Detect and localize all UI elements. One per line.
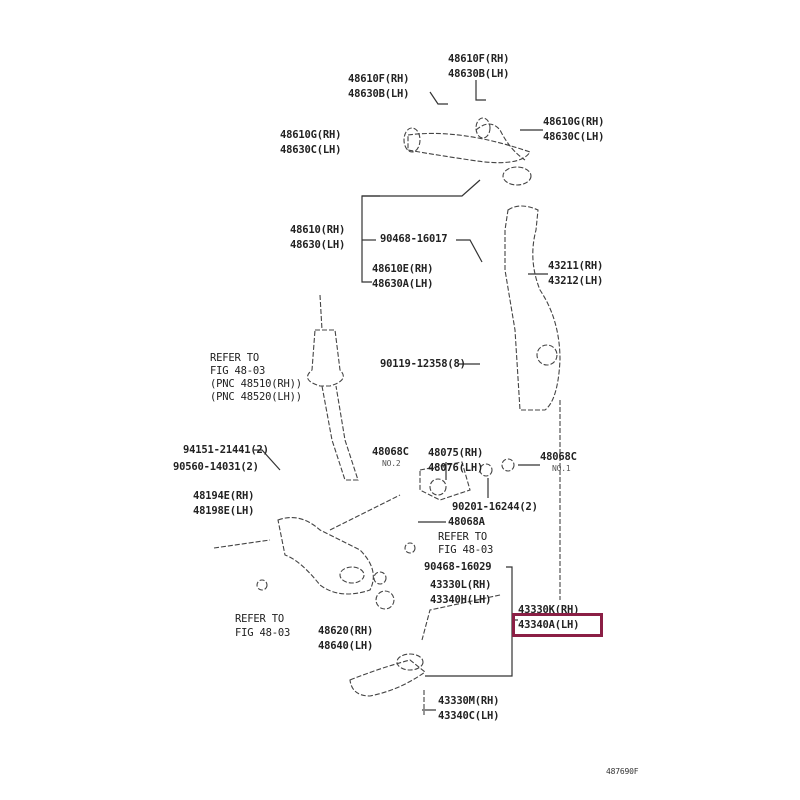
refer-text[interactable]: FIG 48-03	[210, 365, 266, 377]
part-number[interactable]: 48075(RH)	[428, 447, 484, 459]
bracket-bushing	[429, 478, 447, 496]
lower-arm-nut-right	[404, 542, 416, 554]
label-upper-bushing-right[interactable]: 48610G(RH) 48630C(LH)	[543, 115, 604, 145]
label-upper-arm[interactable]: 48610(RH) 48630(LH)	[290, 223, 345, 253]
refer-text: REFER TO	[235, 613, 284, 625]
label-lower-arm[interactable]: 48620(RH) 48640(LH)	[318, 624, 373, 654]
washer	[479, 463, 493, 477]
part-number[interactable]: 43330L(RH)	[430, 579, 492, 591]
refer-text: REFER TO	[438, 531, 487, 543]
part-number-highlighted[interactable]: 43340A(LH)	[518, 619, 580, 631]
label-upper-ball-joint[interactable]: 48610E(RH) 48630A(LH)	[372, 262, 433, 292]
part-number[interactable]: 48640(LH)	[318, 640, 374, 652]
part-number[interactable]: 48610(RH)	[290, 224, 346, 236]
part-number[interactable]: 48630B(LH)	[348, 88, 410, 100]
leader-line	[456, 239, 483, 263]
part-number[interactable]: 43212(LH)	[548, 275, 604, 287]
label-bracket[interactable]: 48075(RH) 48076(LH)	[428, 446, 483, 476]
label-upper-arm-nut[interactable]: 90468-16017	[380, 233, 448, 245]
shock-absorber-top	[306, 329, 344, 387]
part-note: NO.2	[382, 459, 401, 468]
lower-ball-joint-cup	[375, 590, 395, 610]
part-number[interactable]: 43340H(LH)	[430, 594, 492, 606]
refer-text: REFER TO	[210, 352, 259, 364]
part-number[interactable]: 48068C	[372, 446, 409, 458]
part-number[interactable]: 48194E(RH)	[193, 490, 255, 502]
refer-text: (PNC 48520(LH))	[210, 391, 302, 403]
part-number[interactable]: 48198E(LH)	[193, 505, 255, 517]
leader-line	[254, 449, 281, 471]
upper-ball-joint	[502, 166, 532, 186]
label-bolt-90201[interactable]: 90201-16244(2)	[452, 501, 538, 513]
shock-rod	[319, 294, 323, 331]
label-lower-bolt[interactable]: 48068A	[448, 516, 485, 528]
part-number[interactable]: 48610G(RH)	[280, 129, 342, 141]
figure-code: 487690F	[606, 767, 639, 776]
lower-ball-joint	[349, 659, 426, 697]
upper-bushing-rear	[475, 117, 491, 139]
part-number[interactable]: 48076(LH)	[428, 462, 484, 474]
leader-line	[429, 91, 448, 105]
part-number[interactable]: 48630(LH)	[290, 239, 346, 251]
highlight-box	[512, 613, 603, 637]
lower-arm-ball-seat	[339, 566, 365, 584]
reference-line	[421, 594, 501, 641]
lower-arm-bolt	[213, 539, 271, 549]
label-ball-joint-l[interactable]: 43330L(RH) 43340H(LH)	[430, 578, 491, 608]
part-number[interactable]: 48610F(RH)	[448, 53, 510, 65]
label-lower-bushing[interactable]: 48194E(RH) 48198E(LH)	[193, 489, 254, 519]
lower-arm-front-link	[329, 494, 401, 531]
label-nut-90468[interactable]: 90468-16029	[424, 561, 492, 573]
refer-text: (PNC 48510(RH))	[210, 378, 302, 390]
shock-absorber-body	[321, 385, 359, 481]
part-number[interactable]: 43330M(RH)	[438, 695, 500, 707]
part-number[interactable]: 48610E(RH)	[372, 263, 434, 275]
upper-control-arm-rear	[475, 123, 526, 161]
part-number[interactable]: 43211(RH)	[548, 260, 604, 272]
part-number[interactable]: 48630B(LH)	[448, 68, 510, 80]
part-number[interactable]: 48068C	[540, 451, 577, 463]
label-bolt-94151[interactable]: 94151-21441(2)	[183, 444, 269, 456]
leader-line	[362, 179, 481, 197]
label-upper-arm-bolt-left[interactable]: 48610F(RH) 48630B(LH)	[348, 72, 409, 102]
upper-bushing-front	[403, 127, 421, 153]
lower-arm-nut	[256, 579, 268, 591]
steering-knuckle	[504, 205, 561, 411]
label-refer-left[interactable]: REFER TO FIG 48-03	[235, 612, 290, 640]
label-knuckle-bolt[interactable]: 90119-12358(8)	[380, 358, 466, 370]
upper-control-arm	[407, 132, 531, 164]
label-upper-bushing-left[interactable]: 48610G(RH) 48630C(LH)	[280, 128, 341, 158]
part-number[interactable]: 48610G(RH)	[543, 116, 605, 128]
part-number[interactable]: 48610F(RH)	[348, 73, 410, 85]
lower-control-arm	[277, 517, 374, 595]
part-number[interactable]: 48630A(LH)	[372, 278, 434, 290]
part-number[interactable]: 43340C(LH)	[438, 710, 500, 722]
part-number[interactable]: 48630C(LH)	[543, 131, 605, 143]
knuckle-hub-hole	[536, 344, 558, 366]
leader-line	[475, 80, 486, 101]
label-upper-arm-bolt-top[interactable]: 48610F(RH) 48630B(LH)	[448, 52, 509, 82]
stopper-no1	[501, 458, 515, 472]
ball-joint-head	[396, 653, 424, 671]
refer-text[interactable]: FIG 48-03	[235, 627, 291, 639]
part-note: NO.1	[552, 464, 571, 473]
label-knuckle[interactable]: 43211(RH) 43212(LH)	[548, 259, 603, 289]
suspension-bracket	[419, 461, 471, 501]
label-ball-joint-m[interactable]: 43330M(RH) 43340C(LH)	[438, 694, 499, 724]
refer-text[interactable]: FIG 48-03	[438, 544, 494, 556]
label-nut-90560[interactable]: 90560-14031(2)	[173, 461, 259, 473]
part-number[interactable]: 48630C(LH)	[280, 144, 342, 156]
lower-nut	[373, 571, 387, 585]
part-number[interactable]: 48620(RH)	[318, 625, 374, 637]
